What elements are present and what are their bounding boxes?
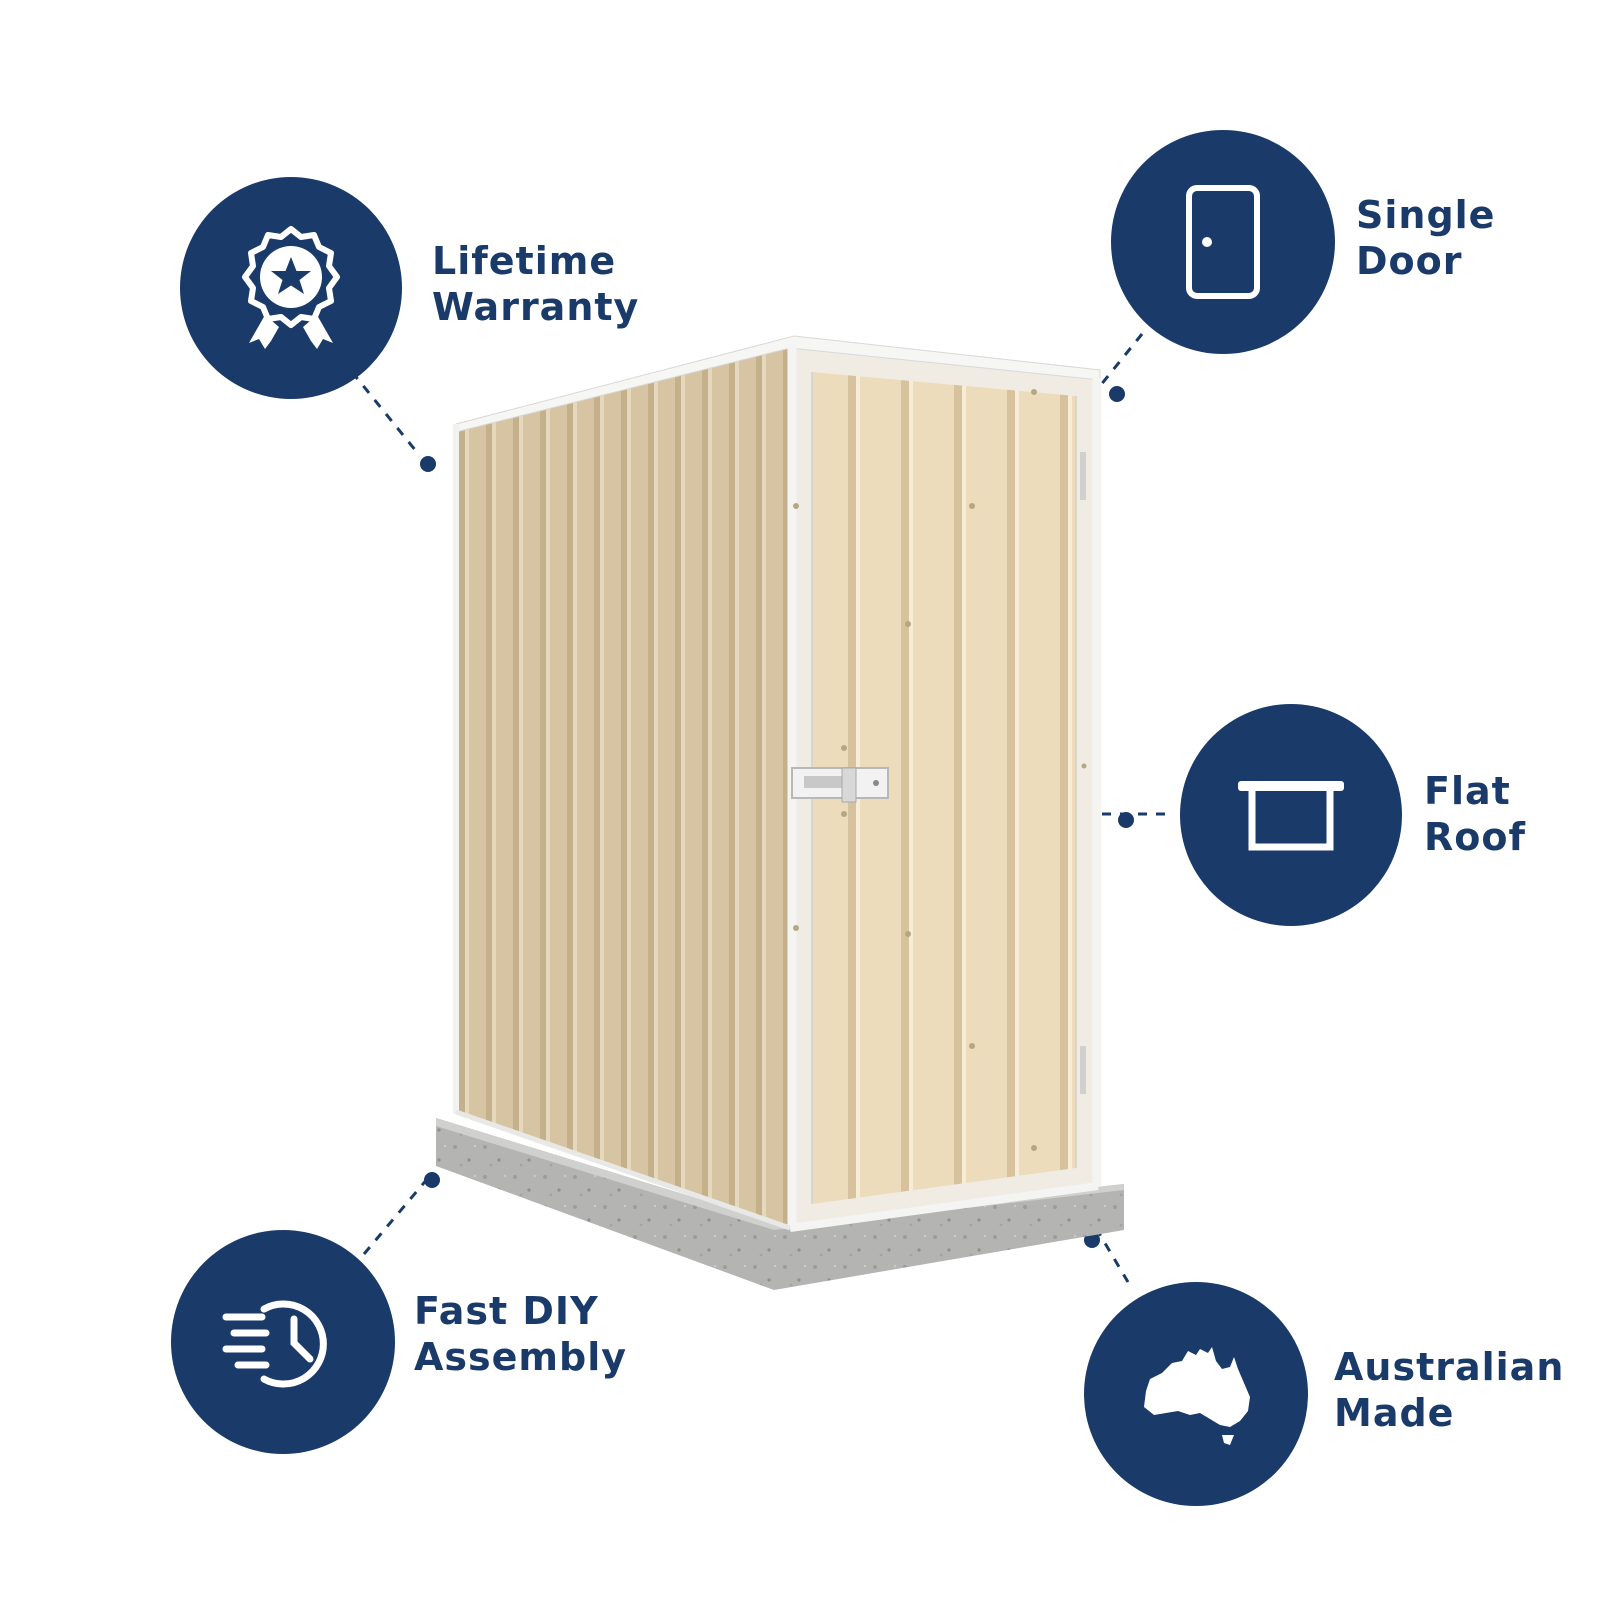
label-line: Roof (1424, 815, 1527, 859)
badge-lifetime-warranty (180, 177, 402, 399)
label-line: Made (1334, 1391, 1455, 1435)
label-australian-made: Australian Made (1334, 1344, 1564, 1436)
flat-roof-icon (1238, 781, 1344, 851)
fast-clock-icon (222, 1300, 327, 1388)
label-line: Fast DIY (414, 1289, 599, 1333)
label-line: Assembly (414, 1335, 628, 1379)
label-fast-diy-assembly: Fast DIY Assembly (414, 1288, 627, 1380)
label-line: Flat (1424, 769, 1511, 813)
label-flat-roof: Flat Roof (1424, 768, 1526, 860)
door-icon (1186, 185, 1260, 299)
label-line: Door (1356, 239, 1463, 283)
label-line: Warranty (432, 285, 640, 329)
badge-fast-diy-assembly (171, 1230, 395, 1454)
label-single-door: Single Door (1356, 192, 1495, 284)
label-line: Single (1356, 193, 1496, 237)
label-line: Lifetime (432, 239, 617, 283)
badge-australian-made (1084, 1282, 1308, 1506)
label-lifetime-warranty: Lifetime Warranty (432, 238, 639, 330)
label-line: Australian (1334, 1345, 1565, 1389)
badge-flat-roof (1180, 704, 1402, 926)
australia-map-icon (1144, 1347, 1250, 1445)
award-ribbon-icon (242, 226, 340, 349)
badge-single-door (1111, 130, 1335, 354)
